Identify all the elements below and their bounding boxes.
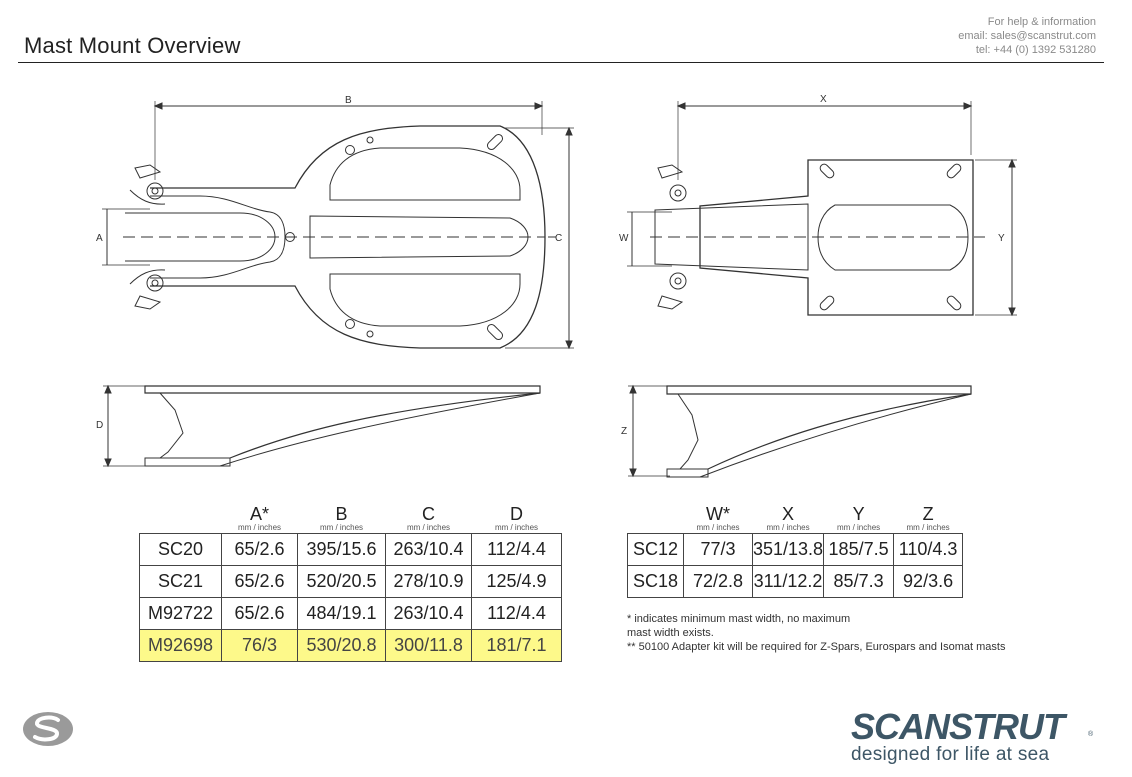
table-row-highlighted: M92698 76/3 530/20.8 300/11.8 181/7.1 — [139, 629, 562, 662]
header-w: W*mm / inches — [696, 504, 740, 532]
value-cell: 72/2.8 — [683, 565, 753, 598]
table-row: SC18 72/2.8 311/12.2 85/7.3 92/3.6 — [627, 565, 964, 598]
value-cell: 65/2.6 — [221, 533, 298, 566]
value-cell: 77/3 — [683, 533, 753, 566]
value-cell: 278/10.9 — [385, 565, 472, 598]
value-cell: 112/4.4 — [471, 533, 562, 566]
dim-label-y: Y — [998, 233, 1005, 244]
value-cell: 311/12.2 — [751, 565, 825, 598]
value-cell: 76/3 — [221, 629, 298, 662]
title-divider — [18, 62, 1104, 63]
footnote-line: ** 50100 Adapter kit will be required fo… — [627, 641, 1006, 653]
brand-logo-text: SCANSTRUT — [851, 706, 1065, 747]
value-cell: 112/4.4 — [471, 597, 562, 630]
help-heading: For help & information — [987, 16, 1096, 28]
small-mount-side-view — [628, 384, 972, 478]
page-title: Mast Mount Overview — [24, 33, 241, 58]
value-cell: 520/20.5 — [297, 565, 386, 598]
footnotes: * indicates minimum mast width, no maxim… — [627, 612, 1005, 654]
scanstrut-s-logo-icon — [23, 712, 73, 746]
header-a: A*mm / inches — [237, 504, 282, 532]
value-cell: 484/19.1 — [297, 597, 386, 630]
large-mount-top-view — [102, 101, 574, 350]
value-cell: 530/20.8 — [297, 629, 386, 662]
value-cell: 65/2.6 — [221, 565, 298, 598]
value-cell: 125/4.9 — [471, 565, 562, 598]
brand-trademark: ® — [1088, 731, 1094, 738]
model-cell: SC12 — [627, 533, 684, 566]
table-row: M92722 65/2.6 484/19.1 263/10.4 112/4.4 — [139, 597, 562, 630]
model-cell: M92698 — [139, 629, 222, 662]
brand-tagline: designed for life at sea — [851, 744, 1050, 765]
value-cell: 263/10.4 — [385, 533, 472, 566]
table-row: SC21 65/2.6 520/20.5 278/10.9 125/4.9 — [139, 565, 562, 598]
value-cell: 65/2.6 — [221, 597, 298, 630]
value-cell: 263/10.4 — [385, 597, 472, 630]
footnote-line: * indicates minimum mast width, no maxim… — [627, 613, 851, 625]
help-phone[interactable]: tel: +44 (0) 1392 531280 — [975, 44, 1096, 56]
value-cell: 395/15.6 — [297, 533, 386, 566]
model-cell: SC21 — [139, 565, 222, 598]
table-row: SC20 65/2.6 395/15.6 263/10.4 112/4.4 — [139, 533, 562, 566]
value-cell: 110/4.3 — [893, 533, 964, 566]
dim-label-x: X — [820, 94, 827, 105]
footnote-line: mast width exists. — [627, 627, 714, 639]
dim-label-b: B — [345, 95, 352, 106]
model-cell: M92722 — [139, 597, 222, 630]
header-blank — [628, 501, 684, 534]
model-cell: SC20 — [139, 533, 222, 566]
value-cell: 92/3.6 — [893, 565, 964, 598]
value-cell: 85/7.3 — [823, 565, 895, 598]
value-cell: 181/7.1 — [471, 629, 562, 662]
help-contact-block: For help & information email: sales@scan… — [958, 15, 1096, 57]
dim-label-c: C — [555, 233, 562, 244]
dim-label-d: D — [96, 420, 103, 431]
header-blank — [140, 501, 222, 534]
value-cell: 351/13.8 — [751, 533, 825, 566]
large-mount-side-view — [103, 384, 541, 468]
help-email[interactable]: email: sales@scanstrut.com — [958, 30, 1096, 42]
dim-label-z: Z — [621, 426, 627, 437]
value-cell: 185/7.5 — [823, 533, 895, 566]
value-cell: 300/11.8 — [385, 629, 472, 662]
model-cell: SC18 — [627, 565, 684, 598]
dim-label-a: A — [96, 233, 103, 244]
dim-label-w: W — [619, 233, 629, 244]
small-mount-top-view — [627, 101, 1017, 317]
table-row: SC12 77/3 351/13.8 185/7.5 110/4.3 — [627, 533, 964, 566]
